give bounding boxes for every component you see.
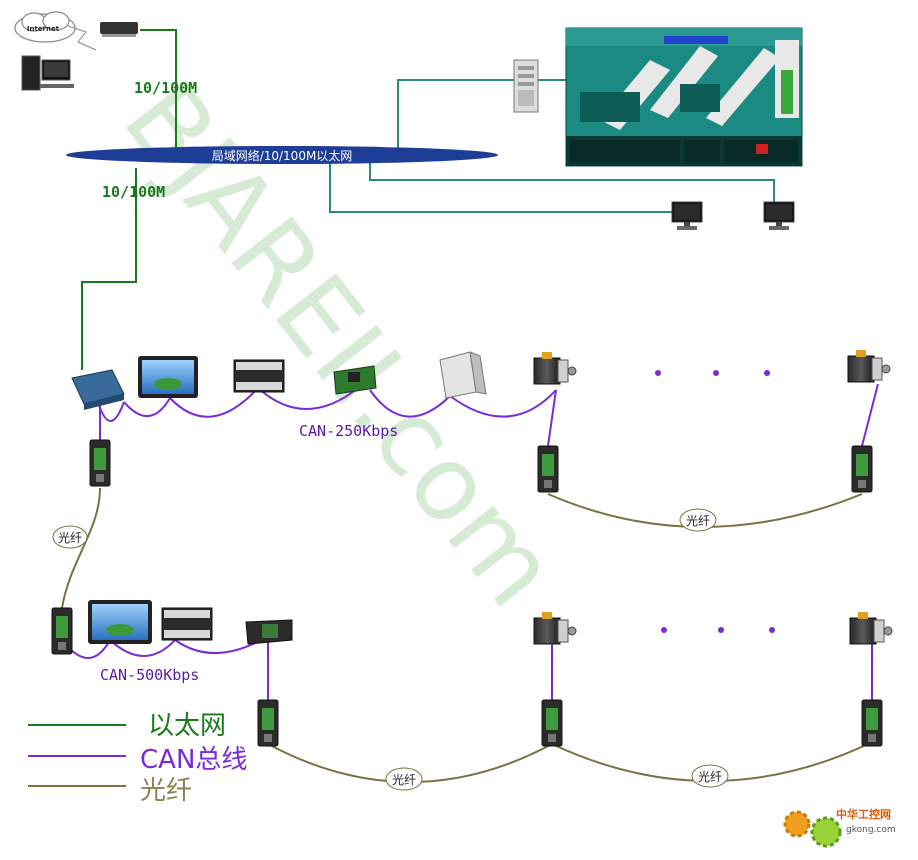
legend-ethernet-label: 以太网 bbox=[148, 711, 226, 741]
fiber-label-1: 光纤 bbox=[58, 531, 82, 545]
fiber-converter-lower-1-icon bbox=[257, 699, 279, 747]
ethernet-lan-to-gateway bbox=[81, 168, 137, 370]
gear-icon bbox=[783, 810, 811, 838]
link-speed-bottom: 10/100M bbox=[102, 183, 165, 201]
internet-label: Internet bbox=[27, 25, 60, 33]
watermark-text: BJAREII.com bbox=[100, 60, 581, 628]
servo-motor-3-icon bbox=[533, 611, 577, 645]
servo-motor-4-icon bbox=[849, 611, 893, 645]
fiber-converter-upper-1-icon bbox=[537, 445, 559, 493]
server-icon bbox=[513, 59, 539, 113]
legend-can-label: CAN总线 bbox=[140, 745, 247, 775]
can-bus-1-label: CAN-250Kbps bbox=[299, 422, 398, 440]
gear-small-icon bbox=[810, 816, 842, 848]
hmi-panel-2-icon bbox=[88, 600, 152, 644]
plc-icon bbox=[233, 359, 285, 393]
site-logo-url: gkong.com bbox=[846, 825, 896, 835]
fiber-line-left bbox=[61, 487, 101, 609]
ellipsis-row-1 bbox=[655, 370, 770, 376]
operator-pc-1-icon bbox=[671, 201, 703, 231]
fiber-converter-upper-2-icon bbox=[851, 445, 873, 493]
ethernet-links bbox=[28, 29, 177, 726]
fiber-converter-left-bottom-icon bbox=[51, 607, 73, 655]
fiber-label-3: 光纤 bbox=[392, 773, 416, 787]
io-module-icon bbox=[439, 351, 487, 399]
plc-2-icon bbox=[161, 607, 213, 641]
ethernet-can-gateway-icon bbox=[71, 369, 125, 410]
lan-links bbox=[329, 79, 775, 213]
site-logo: 中华工控网 gkong.com bbox=[783, 807, 896, 848]
legend: 以太网 CAN总线 光纤 bbox=[140, 711, 247, 806]
fiber-label-pill-4: 光纤 bbox=[691, 764, 729, 788]
link-speed-top: 10/100M bbox=[134, 79, 197, 97]
ethernet-router-to-lan bbox=[140, 29, 177, 150]
operator-pc-2-icon bbox=[763, 201, 795, 231]
router-icon bbox=[100, 22, 138, 37]
servo-motor-1-icon bbox=[533, 351, 577, 385]
scada-screen bbox=[565, 27, 803, 167]
fiber-converter-lower-3-icon bbox=[861, 699, 883, 747]
can-module-icon bbox=[333, 365, 377, 395]
can-module-2-icon bbox=[245, 619, 293, 645]
hmi-panel-icon bbox=[138, 356, 198, 398]
can-links bbox=[28, 383, 879, 757]
fiber-label-2: 光纤 bbox=[686, 514, 710, 528]
fiber-label-pill-1: 光纤 bbox=[52, 525, 88, 549]
fiber-converter-left-top-icon bbox=[89, 439, 111, 487]
can-bus-2-label: CAN-500Kbps bbox=[100, 666, 199, 684]
fiber-converter-lower-2-icon bbox=[541, 699, 563, 747]
site-logo-text: 中华工控网 bbox=[836, 807, 891, 821]
pc-tower-icon bbox=[21, 55, 74, 91]
legend-fiber-label: 光纤 bbox=[140, 776, 192, 806]
servo-motor-2-icon bbox=[847, 349, 891, 383]
fiber-label-pill-2: 光纤 bbox=[679, 508, 717, 532]
fiber-label-4: 光纤 bbox=[698, 770, 722, 784]
internet-cloud-icon: Internet bbox=[14, 11, 76, 43]
lan-label: 局域网络/10/100M以太网 bbox=[212, 148, 353, 163]
ellipsis-row-2 bbox=[661, 627, 775, 633]
fiber-label-pill-3: 光纤 bbox=[385, 767, 423, 791]
lan-backbone: 局域网络/10/100M以太网 bbox=[66, 146, 498, 164]
